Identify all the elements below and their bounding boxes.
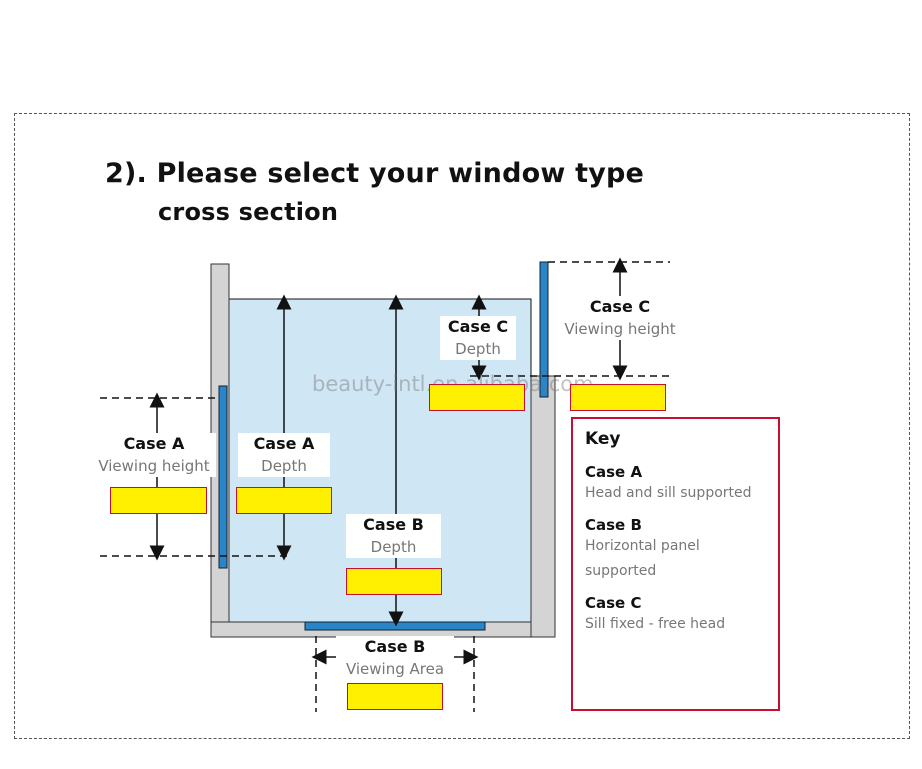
panel-bottom <box>304 621 486 631</box>
right-wall <box>530 375 556 638</box>
label-sub: Depth <box>370 538 417 556</box>
label-heading: Case A <box>123 434 185 453</box>
key-item-heading: Case A <box>585 463 643 481</box>
case-b-viewing-area-input[interactable] <box>347 683 443 710</box>
case-a-depth-input[interactable] <box>236 487 332 514</box>
panel-right <box>539 261 549 398</box>
title-line-1: 2). Please select your window type <box>105 158 645 189</box>
label-heading: Case B <box>364 637 426 656</box>
label-case-a-viewing: Case A Viewing height <box>92 433 216 477</box>
label-sub: Viewing height <box>564 320 676 338</box>
dashed-border <box>14 113 910 739</box>
label-case-b-depth: Case B Depth <box>346 514 441 558</box>
case-a-viewing-height-input[interactable] <box>110 487 207 514</box>
label-sub: Depth <box>261 457 307 475</box>
key-legend: Key Case A Head and sill supported Case … <box>571 417 780 711</box>
case-c-viewing-height-input[interactable] <box>570 384 666 411</box>
key-item-description: Head and sill supported <box>585 485 752 501</box>
case-c-depth-input[interactable] <box>429 384 525 411</box>
label-sub: Viewing Area <box>345 660 445 678</box>
label-case-c-depth: Case C Depth <box>440 316 516 360</box>
label-sub: Depth <box>455 340 501 358</box>
label-case-b-viewing: Case B Viewing Area <box>336 636 454 680</box>
label-heading: Case C <box>589 297 651 316</box>
label-case-a-depth: Case A Depth <box>238 433 330 477</box>
panel-left <box>218 385 228 569</box>
key-item-description: Sill fixed - free head <box>585 616 726 632</box>
label-sub: Viewing height <box>98 457 210 475</box>
title-line-2: cross section <box>158 198 339 226</box>
case-b-depth-input[interactable] <box>346 568 442 595</box>
label-heading: Case C <box>447 317 509 336</box>
label-heading: Case A <box>253 434 315 453</box>
label-heading: Case B <box>363 515 424 534</box>
key-title: Key <box>585 429 621 449</box>
label-case-c-viewing: Case C Viewing height <box>560 296 680 340</box>
key-item-heading: Case C <box>585 594 642 612</box>
key-item-description: Horizontal panel supported <box>585 538 700 579</box>
key-item-heading: Case B <box>585 516 642 534</box>
page-title: 2). Please select your window type cross… <box>105 155 644 231</box>
